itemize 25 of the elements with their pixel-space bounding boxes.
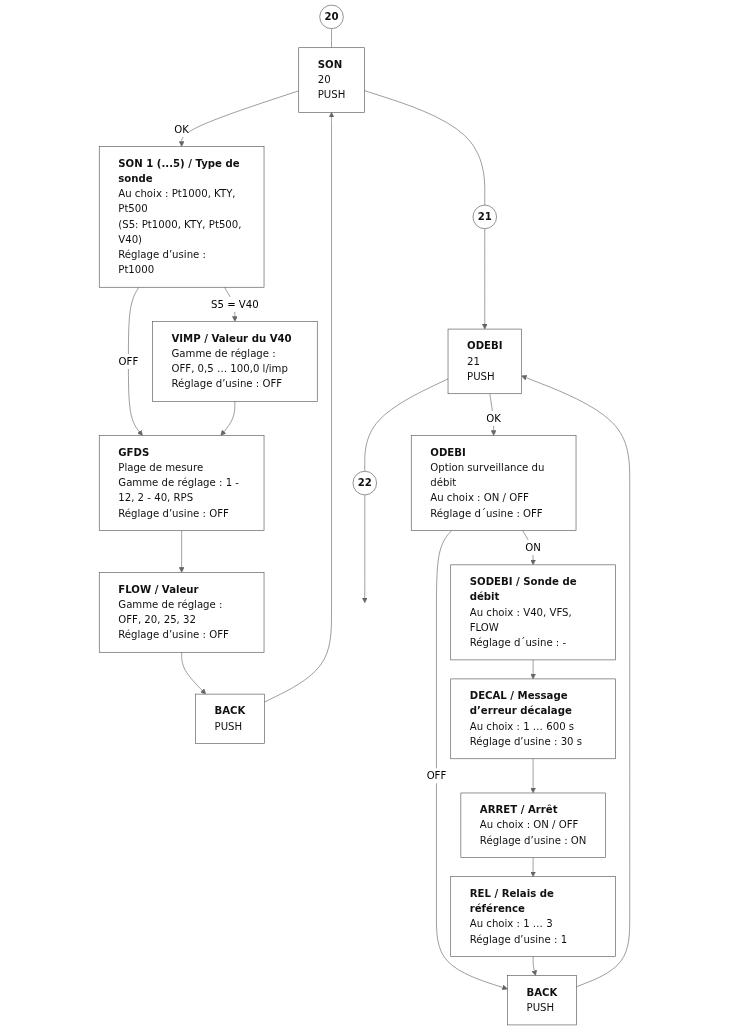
node-box: REL / Relais de référence Au choix : 1 … 3 Réglage d’usine : 1 xyxy=(450,876,616,957)
edge-label: ON xyxy=(525,541,541,554)
edge-label: S5 = V40 xyxy=(211,298,259,311)
edge-label: OFF xyxy=(118,355,139,368)
node-box: BACK PUSH xyxy=(195,693,265,744)
node-circle: 22 xyxy=(352,470,377,496)
node-box: DECAL / Message d’erreur décalage Au choix : 1 … 600 s Réglage d’usine : 30 s xyxy=(450,678,616,760)
connector xyxy=(364,378,449,472)
node-circle: 20 xyxy=(319,4,344,29)
node-box: GFDS Plage de mesure Gamme de réglage : 1 - 12, 2 - 40, RPS Réglage d’usine : OFF xyxy=(98,435,265,531)
node-box: FLOW / Valeur Gamme de réglage : OFF, 20, 25, 32 Réglage d’usine : OFF xyxy=(98,572,265,653)
node-box: BACK PUSH xyxy=(507,975,577,1026)
connector xyxy=(331,28,332,48)
node-box: SON 1 (...5) / Type de sonde Au choix : Pt1000, KTY, Pt500 (S5: Pt1000, KTY, Pt500, V40) Réglage d’usine : Pt1000 xyxy=(98,146,265,288)
edge-label: OFF xyxy=(426,769,447,782)
node-box: SODEBI / Sonde de débit Au choix : V40, VFS, FLOW Réglage d´usine : - xyxy=(450,564,616,661)
node-circle: 21 xyxy=(472,204,497,230)
edge-label: OK xyxy=(174,123,189,136)
node-box: ODEBI Option surveillance du débit Au choix : ON / OFF Réglage d´usine : OFF xyxy=(410,435,577,531)
edge-label: OK xyxy=(486,412,501,425)
node-box: ODEBI 21 PUSH xyxy=(447,328,522,395)
node-box: VIMP / Valeur du V40 Gamme de réglage : OFF, 0,5 … 100,0 l/imp Réglage d’usine : OFF xyxy=(152,321,318,402)
connector xyxy=(364,90,486,206)
node-box: ARRET / Arrêt Au choix : ON / OFF Réglage d’usine : ON xyxy=(460,792,606,858)
node-box: SON 20 PUSH xyxy=(298,47,365,113)
